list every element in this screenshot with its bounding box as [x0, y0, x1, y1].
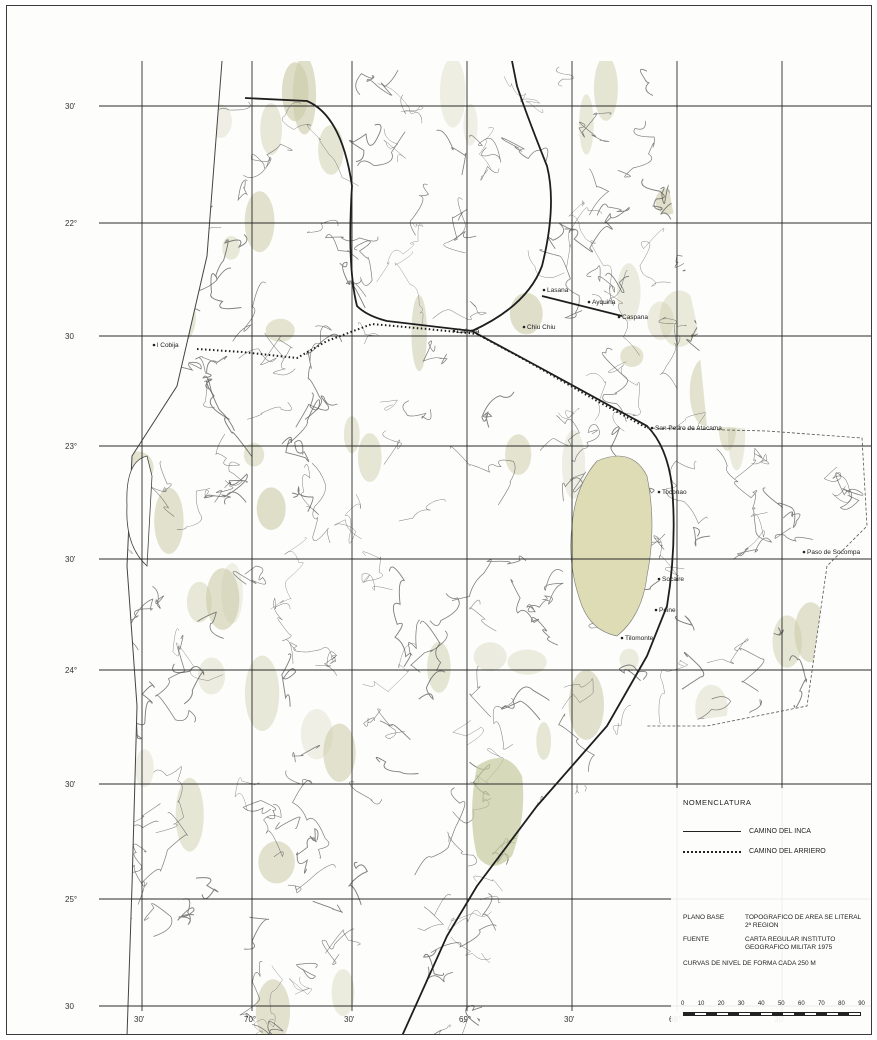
- latitude-label: 23°: [65, 442, 77, 451]
- longitude-label: 69°: [459, 1015, 471, 1024]
- scale-tick-label: 40: [757, 1001, 765, 1007]
- longitude-label: 30': [344, 1015, 355, 1024]
- place-label-chiuchiu: Chiu Chiu: [527, 324, 556, 331]
- plano-base-value: TOPOGRAFICO DE AREA SE LITERAL 2ª REGION: [745, 914, 861, 929]
- curvas-note: CURVAS DE NIVEL DE FORMA CADA 250 M: [683, 960, 816, 968]
- arriero-label: CAMINO DEL ARRIERO: [749, 848, 826, 855]
- place-label-sanpedro: San Pedro de Atacama: [655, 425, 722, 432]
- legend: NOMENCLATURA CAMINO DEL INCA CAMINO DEL …: [671, 788, 871, 1028]
- topographic-map: 30' 22° 30 23° 30' 24° 30' 25° 30 30' 70° 30' 69° 30…: [65, 60, 871, 1034]
- place-label-ayquina: Ayquina: [592, 299, 616, 306]
- eastern-border: [646, 427, 868, 727]
- place-label-calama: Calama: [457, 328, 480, 335]
- place-marker: [802, 550, 806, 554]
- place-marker: [657, 490, 661, 494]
- scale-tick-label: 90: [858, 1001, 865, 1007]
- place-label-cobija: l Cobija: [157, 342, 179, 349]
- camino-del-inca-route: [244, 60, 675, 1034]
- curvas-text: CURVAS DE NIVEL DE FORMA CADA 250 M: [683, 960, 816, 967]
- map-frame: 30' 22° 30 23° 30' 24° 30' 25° 30 30' 70° 30' 69° 30…: [6, 5, 872, 1035]
- legend-title: NOMENCLATURA: [683, 798, 752, 807]
- place-label-caspana: Caspana: [622, 314, 648, 321]
- latitude-label: 30': [65, 555, 76, 564]
- scale-tick-label: 80: [838, 1001, 845, 1007]
- place-label-lasana: Lasana: [547, 287, 569, 294]
- place-label-socompa: Paso de Socompa: [807, 549, 861, 556]
- latitude-label: 30: [65, 1002, 74, 1011]
- salar-de-atacama: [570, 455, 653, 637]
- relief-band-south: [472, 758, 524, 866]
- place-marker: [617, 315, 621, 319]
- place-marker: [650, 426, 654, 430]
- place-marker: [587, 300, 591, 304]
- scale-tick-label: 0: [681, 1001, 685, 1007]
- latitude-label: 24°: [65, 666, 77, 675]
- latitude-label: 25°: [65, 895, 77, 904]
- place-marker: [654, 608, 658, 612]
- longitude-label: 30': [134, 1015, 145, 1024]
- scale-tick-label: 30: [737, 1001, 745, 1007]
- fuente-note: FUENTE CARTA REGULAR INSTITUTO GEOGRAFIC…: [683, 936, 865, 952]
- longitude-label: 70°: [244, 1015, 256, 1024]
- inca-line-swatch: [683, 831, 741, 832]
- scale-labels: 0 10 20 30 40 50 60 70 80 90: [681, 1001, 865, 1007]
- place-marker: [452, 329, 456, 333]
- place-label-peine: Peine: [659, 607, 676, 614]
- fuente-value: CARTA REGULAR INSTITUTO GEOGRAFICO MILIT…: [745, 936, 836, 951]
- latitude-labels: 30' 22° 30 23° 30' 24° 30' 25° 30: [65, 102, 77, 1011]
- place-marker: [542, 288, 546, 292]
- camino-del-arriero-route: [196, 322, 648, 429]
- place-marker: [522, 325, 526, 329]
- legend-arriero-row: CAMINO DEL ARRIERO: [683, 848, 826, 855]
- fuente-key: FUENTE: [683, 936, 709, 943]
- mejillones-peninsula: [126, 455, 153, 567]
- place-label-tilomonte: Tilomonte: [625, 635, 654, 642]
- latitude-label: 30': [65, 780, 76, 789]
- place-marker: [620, 636, 624, 640]
- scale-tick-label: 10: [697, 1001, 705, 1007]
- scale-tick-label: 60: [798, 1001, 805, 1007]
- place-label-toconao: Toconao: [662, 489, 687, 496]
- scale-tick-label: 70: [818, 1001, 825, 1007]
- scale-bar: [683, 1012, 861, 1016]
- place-marker: [657, 577, 661, 581]
- place-label-socaire: Socaire: [662, 576, 684, 583]
- arriero-line-swatch: [683, 850, 741, 853]
- latitude-label: 30': [65, 102, 76, 111]
- scale-tick-label: 50: [777, 1001, 785, 1007]
- plano-base-key: PLANO BASE: [683, 914, 725, 921]
- scale-tick-label: 20: [717, 1001, 725, 1007]
- legend-inca-row: CAMINO DEL INCA: [683, 828, 811, 835]
- place-marker: [152, 343, 156, 347]
- longitude-label: 30': [564, 1015, 575, 1024]
- plano-base-note: PLANO BASE TOPOGRAFICO DE AREA SE LITERA…: [683, 914, 865, 930]
- inca-label: CAMINO DEL INCA: [749, 828, 811, 835]
- latitude-label: 30: [65, 332, 74, 341]
- latitude-label: 22°: [65, 219, 77, 228]
